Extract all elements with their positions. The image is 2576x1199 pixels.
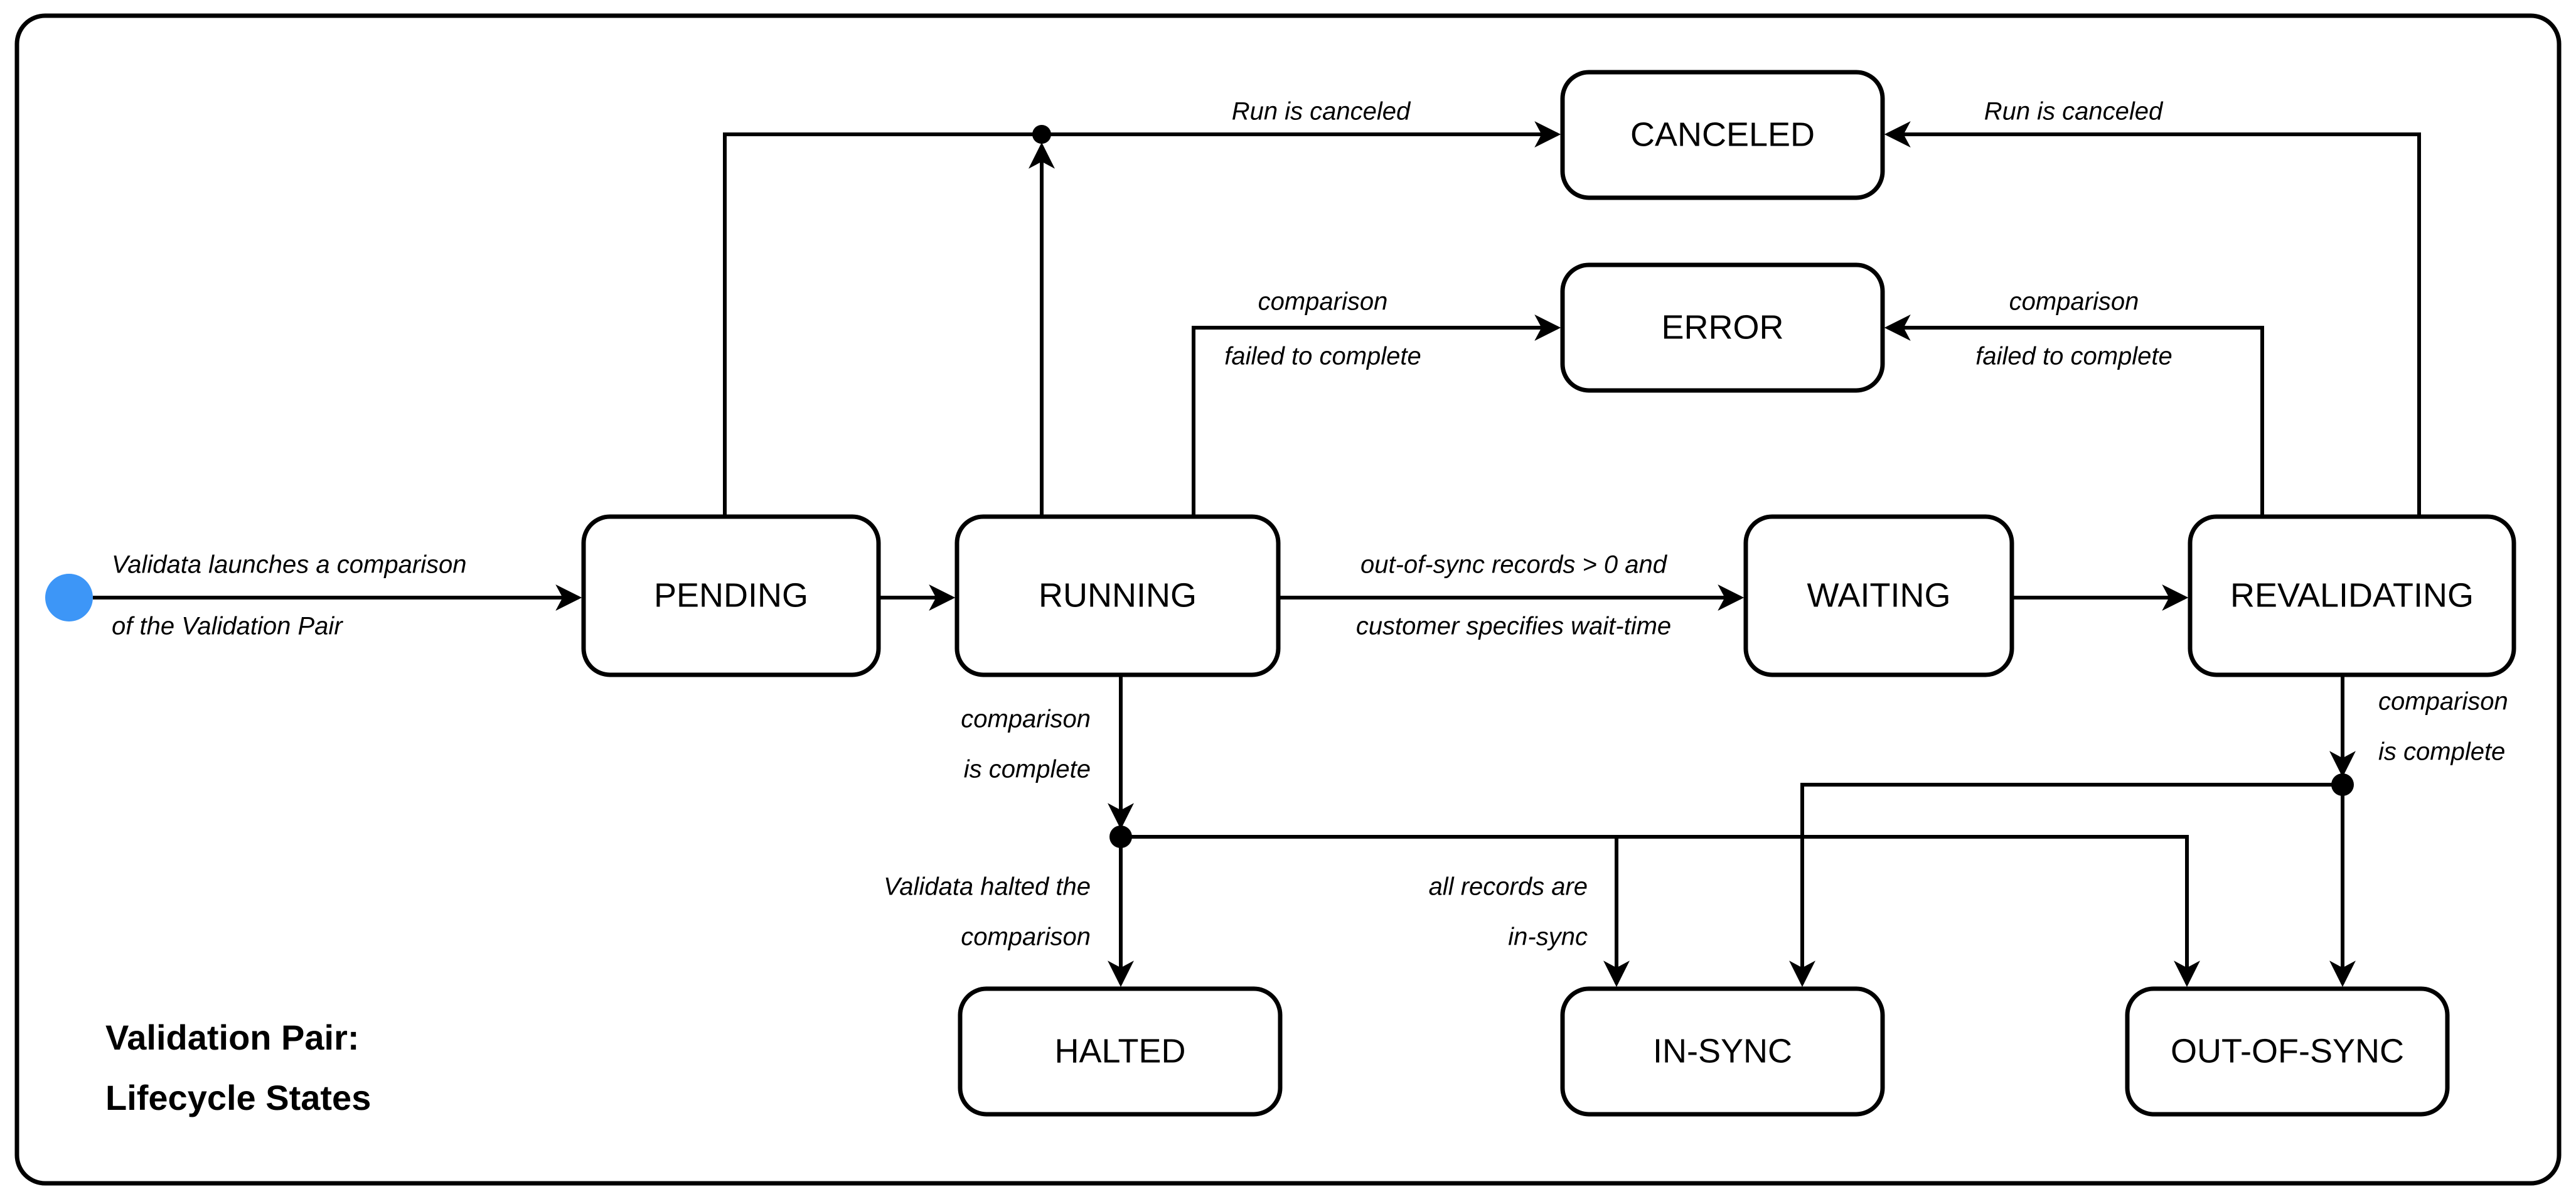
- edge-label-error-right-line2: failed to complete: [1975, 343, 2172, 370]
- edge-label-running-complete-line2: is complete: [964, 756, 1091, 783]
- edge-label-error-left-line1: comparison: [1258, 288, 1388, 316]
- state-pending-label: PENDING: [654, 576, 808, 614]
- junction-running-complete: [1109, 825, 1132, 848]
- state-error[interactable]: ERROR: [1560, 262, 1885, 393]
- edge-revalidating-to-canceled: [1884, 121, 2421, 517]
- state-out-of-sync[interactable]: OUT-OF-SYNC: [2125, 986, 2450, 1117]
- edge-label-reval-complete-line1: comparison: [2378, 688, 2508, 716]
- junction-layer: [1032, 125, 2354, 848]
- state-in-sync-label: IN-SYNC: [1653, 1032, 1792, 1070]
- state-revalidating-label: REVALIDATING: [2230, 576, 2474, 614]
- state-running[interactable]: RUNNING: [954, 514, 1281, 677]
- edge-revalcomplete-to-insync: [1789, 783, 2343, 987]
- state-waiting-box[interactable]: [1743, 514, 2014, 677]
- edge-label-layer: Validata launches a comparison of the Va…: [112, 98, 2508, 951]
- junction-reval-complete: [2331, 773, 2354, 796]
- edge-label-reval-complete-line2: is complete: [2378, 738, 2505, 766]
- state-waiting[interactable]: WAITING: [1743, 514, 2014, 677]
- state-canceled-label: CANCELED: [1630, 116, 1815, 153]
- edge-layer: [93, 121, 2421, 987]
- edge-pending-to-canceled: [723, 121, 1561, 517]
- state-running-label: RUNNING: [1039, 576, 1197, 614]
- state-revalidating[interactable]: REVALIDATING: [2188, 514, 2516, 677]
- edge-label-halted-line2: comparison: [961, 923, 1091, 951]
- edge-label-start-line1: Validata launches a comparison: [112, 551, 467, 579]
- edge-label-halted-line1: Validata halted the: [884, 873, 1091, 901]
- diagram-title: Validation Pair: Lifecycle States: [105, 1018, 371, 1117]
- edge-label-error-right-line1: comparison: [2009, 288, 2139, 316]
- state-waiting-label: WAITING: [1807, 576, 1951, 614]
- edge-label-error-left-line2: failed to complete: [1224, 343, 1421, 370]
- state-in-sync[interactable]: IN-SYNC: [1560, 986, 1885, 1117]
- diagram-title-line-2: Lifecycle States: [105, 1078, 371, 1117]
- state-error-label: ERROR: [1661, 308, 1783, 346]
- edge-label-canceled-right: Run is canceled: [1984, 98, 2164, 126]
- edge-label-insync-line1: all records are: [1429, 873, 1588, 901]
- state-running-box[interactable]: [954, 514, 1281, 677]
- state-pending-box[interactable]: [581, 514, 881, 677]
- diagram-title-line-1: Validation Pair:: [105, 1018, 360, 1057]
- edge-complete-to-outofsync: [1617, 835, 2200, 987]
- start-node: [45, 574, 93, 621]
- state-revalidating-box[interactable]: [2188, 514, 2516, 677]
- state-layer: PENDING RUNNING WAITING REVALIDATING CAN…: [581, 70, 2516, 1117]
- state-halted-label: HALTED: [1054, 1032, 1185, 1070]
- edge-label-canceled-left: Run is canceled: [1232, 98, 1411, 126]
- edge-label-running-complete-line1: comparison: [961, 706, 1091, 733]
- state-error-box[interactable]: [1560, 262, 1885, 393]
- state-out-of-sync-label: OUT-OF-SYNC: [2171, 1032, 2404, 1070]
- junction-cancel-merge: [1032, 125, 1051, 144]
- state-halted[interactable]: HALTED: [958, 986, 1283, 1117]
- edge-revalidating-to-error: [1884, 315, 2264, 517]
- state-pending[interactable]: PENDING: [581, 514, 881, 677]
- edge-label-waiting-line1: out-of-sync records > 0 and: [1360, 551, 1668, 579]
- edge-label-waiting-line2: customer specifies wait-time: [1356, 613, 1671, 640]
- edge-running-to-error: [1192, 315, 1561, 517]
- state-halted-box[interactable]: [958, 986, 1283, 1117]
- edge-label-insync-line2: in-sync: [1508, 923, 1588, 951]
- state-in-sync-box[interactable]: [1560, 986, 1885, 1117]
- state-canceled[interactable]: CANCELED: [1560, 70, 1885, 200]
- state-canceled-box[interactable]: [1560, 70, 1885, 200]
- state-out-of-sync-box[interactable]: [2125, 986, 2450, 1117]
- edge-label-start-line2: of the Validation Pair: [112, 613, 343, 640]
